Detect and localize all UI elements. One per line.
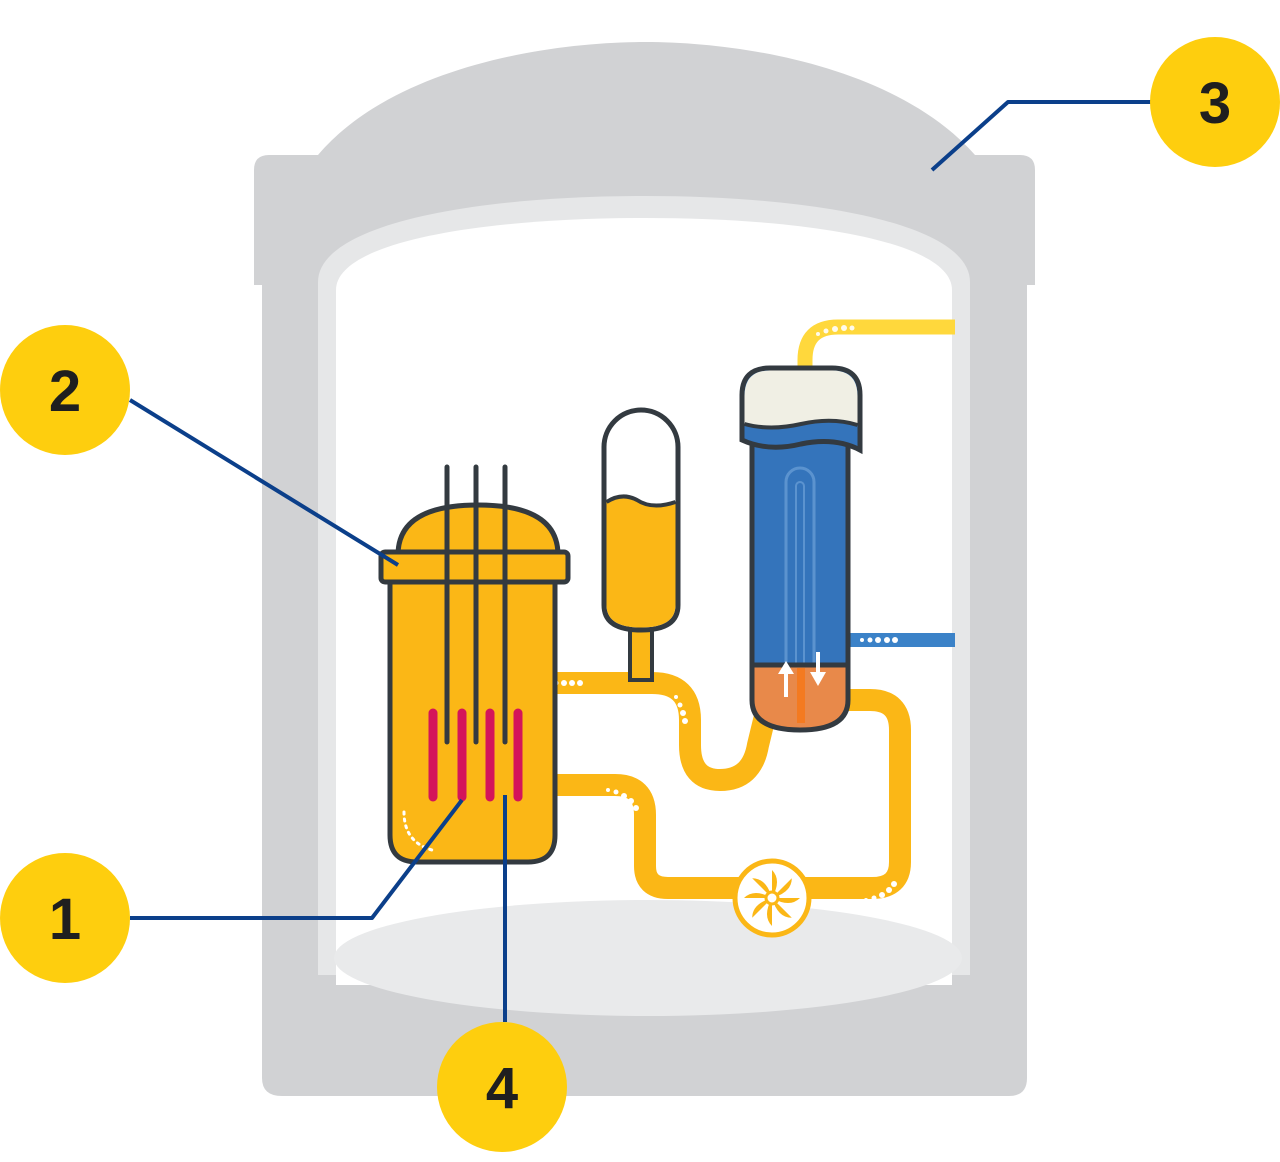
circle-badge-4 bbox=[437, 1022, 567, 1152]
circle-badge-3 bbox=[1150, 37, 1280, 167]
circle-badge-1 bbox=[0, 853, 130, 983]
arrow-down-icon bbox=[810, 652, 826, 686]
leader-line-3 bbox=[930, 100, 1152, 172]
pump-fan-icon bbox=[732, 858, 812, 938]
reactor-vessel-body bbox=[387, 577, 558, 865]
u-tube-bundle bbox=[784, 466, 816, 670]
callout-3-label: 3 bbox=[1199, 71, 1231, 136]
circle-badge-2 bbox=[0, 325, 130, 455]
steam-generator bbox=[739, 365, 863, 733]
reactor-vessel bbox=[378, 464, 571, 865]
callout-4: 4 bbox=[437, 1022, 567, 1152]
leader-lines bbox=[128, 100, 1152, 1022]
pump-suction-pipe bbox=[539, 774, 751, 899]
leader-line-2 bbox=[128, 398, 400, 567]
steam-outlet-pipe bbox=[797, 319, 955, 395]
callout-2-label: 2 bbox=[49, 359, 81, 424]
containment-floor bbox=[334, 900, 962, 1016]
steam-dome-vapor bbox=[744, 370, 858, 428]
callout-2: 2 bbox=[0, 325, 130, 455]
callout-1-label: 1 bbox=[49, 887, 81, 952]
callout-1: 1 bbox=[0, 853, 130, 983]
arrow-up-icon bbox=[778, 661, 794, 697]
fuel-rods bbox=[428, 708, 523, 802]
leader-line-1 bbox=[130, 798, 464, 920]
callout-4-label: 4 bbox=[486, 1056, 518, 1121]
callout-3: 3 bbox=[1150, 37, 1280, 167]
steam-generator-shell bbox=[749, 417, 851, 685]
pressurizer bbox=[601, 407, 681, 682]
cold-leg-pipe bbox=[794, 689, 911, 899]
control-rods bbox=[444, 464, 508, 745]
pressurizer-liquid bbox=[606, 496, 676, 628]
